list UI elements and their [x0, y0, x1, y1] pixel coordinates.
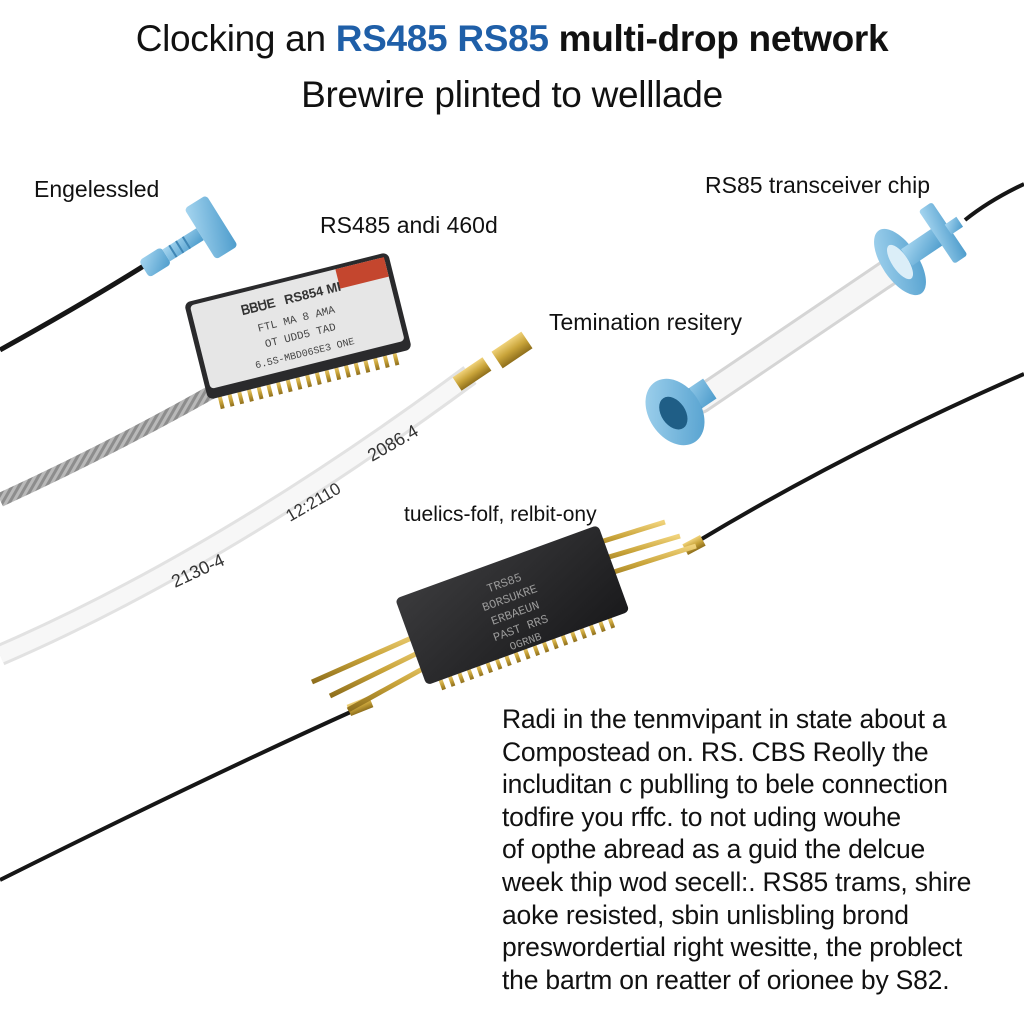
paragraph-line: preswordertial right wesitte, the proble…	[502, 932, 962, 963]
black-cable-top-right	[963, 182, 1024, 222]
gold-ferrule	[452, 357, 492, 391]
paragraph-line: of opthe abread as a guid the delcue	[502, 834, 926, 865]
paragraph-line: week thip wod secell:. RS85 trams, shire	[502, 866, 972, 897]
label-top-left: Engelessled	[34, 176, 160, 202]
label-top-right: RS85 transceiver chip	[705, 172, 930, 198]
blue-connector-top-left	[140, 196, 237, 277]
description-paragraph: Radi in the tenmvipant in state about a …	[502, 703, 1022, 996]
paragraph-line: Compostead on. RS. CBS Reolly the	[502, 736, 929, 767]
page-subtitle: Brewire plinted to welllade	[301, 74, 723, 115]
black-cable-right	[698, 372, 1024, 542]
lower-chip: TRS85 BORSUKRE ERBAEUN PAST RRS OGRNB	[396, 526, 629, 691]
upper-chip-module: ᏴᏴᏌE RS854 MI FTL MA 8 AMA OT UDD5 TAD 6…	[185, 253, 411, 410]
paragraph-line: aoke resisted, sbin unlisbling brond	[502, 899, 909, 930]
paragraph-line: todfire you rffc. to not uding wouhe	[502, 801, 901, 832]
gold-pin	[491, 331, 533, 369]
title-highlight: RS485 RS85	[335, 18, 549, 59]
lower-chip-leads	[310, 519, 697, 713]
black-cable-top-left	[0, 259, 152, 353]
termination-connector-top	[874, 203, 967, 296]
black-cable-bottom	[0, 708, 356, 882]
paragraph-line: Radi in the tenmvipant in state about a	[502, 704, 947, 734]
termination-connector-bottom	[645, 378, 717, 446]
title-prefix: Clocking an	[135, 18, 336, 59]
page-title: Clocking an RS485 RS85 multi-drop networ…	[0, 18, 1024, 60]
label-right-middle: Temination resitery	[549, 309, 743, 335]
paragraph-line: the bartm on reatter of orionee by S82.	[502, 964, 950, 995]
label-center-upper: RS485 andi 460d	[320, 212, 498, 238]
label-center-lower: tuelics-folf, relbit-ony	[404, 503, 597, 526]
paragraph-line: includitan c publling to bele connection	[502, 769, 948, 800]
title-suffix: multi-drop network	[548, 18, 889, 59]
